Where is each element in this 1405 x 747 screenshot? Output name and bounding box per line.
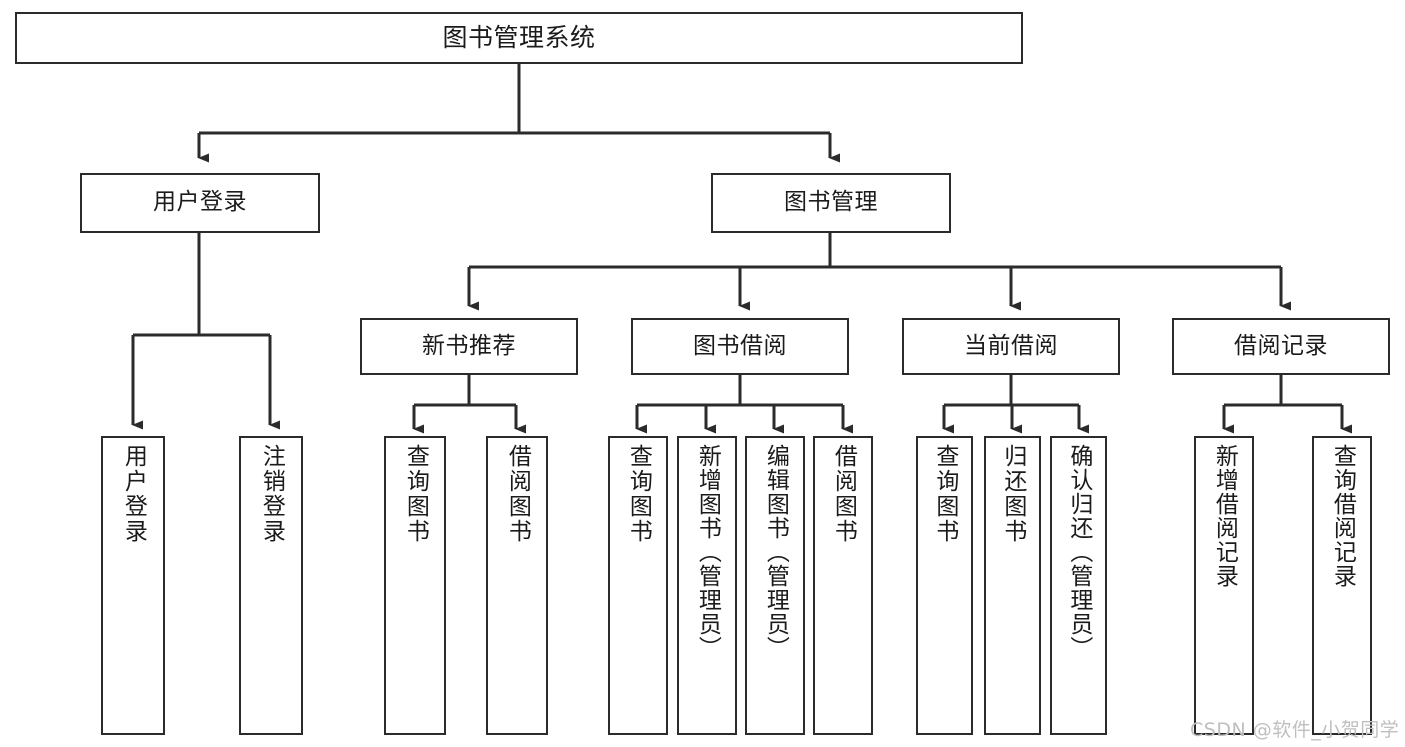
- node-leaf-user-login-label: 用户登录: [120, 444, 147, 544]
- node-leaf-logout-label: 注销登录: [258, 444, 285, 544]
- node-leaf-add-borrow-record[interactable]: 新增借阅记录: [1194, 436, 1254, 735]
- node-leaf-add-book-admin-label: 新增图书（管理员）: [694, 444, 721, 660]
- node-leaf-confirm-return-admin-label: 确认归还（管理员）: [1065, 444, 1092, 660]
- node-leaf-newbook-query-book-label: 查询图书: [402, 444, 429, 544]
- node-borrow-record[interactable]: 借阅记录: [1172, 318, 1390, 375]
- node-leaf-query-borrow-record[interactable]: 查询借阅记录: [1312, 436, 1372, 735]
- node-leaf-add-borrow-record-label: 新增借阅记录: [1211, 444, 1238, 588]
- node-new-book-recommend[interactable]: 新书推荐: [360, 318, 578, 375]
- csdn-watermark: CSDN @软件_小贺同学: [1190, 719, 1400, 741]
- node-leaf-return-book-label: 归还图书: [999, 444, 1026, 544]
- node-leaf-bookborrow-borrow-book[interactable]: 借阅图书: [813, 436, 873, 735]
- node-user-login[interactable]: 用户登录: [80, 173, 320, 233]
- node-user-login-label: 用户登录: [153, 189, 247, 216]
- node-leaf-edit-book-admin-label: 编辑图书（管理员）: [762, 444, 789, 660]
- node-current-borrow-label: 当前借阅: [964, 332, 1058, 359]
- node-leaf-edit-book-admin[interactable]: 编辑图书（管理员）: [745, 436, 805, 735]
- node-leaf-currentborrow-query-book[interactable]: 查询图书: [916, 436, 973, 735]
- node-leaf-bookborrow-borrow-book-label: 借阅图书: [830, 444, 857, 544]
- node-book-borrow-label: 图书借阅: [693, 332, 787, 359]
- node-book-borrow[interactable]: 图书借阅: [631, 318, 849, 375]
- node-leaf-add-book-admin[interactable]: 新增图书（管理员）: [677, 436, 737, 735]
- node-leaf-user-login[interactable]: 用户登录: [101, 436, 165, 735]
- node-leaf-query-borrow-record-label: 查询借阅记录: [1329, 444, 1356, 588]
- node-leaf-confirm-return-admin[interactable]: 确认归还（管理员）: [1050, 436, 1107, 735]
- node-current-borrow[interactable]: 当前借阅: [902, 318, 1120, 375]
- node-leaf-return-book[interactable]: 归还图书: [984, 436, 1041, 735]
- node-leaf-bookborrow-query-book[interactable]: 查询图书: [608, 436, 668, 735]
- node-root-system[interactable]: 图书管理系统: [15, 12, 1023, 64]
- node-root-system-label: 图书管理系统: [442, 23, 596, 52]
- node-leaf-newbook-borrow-book-label: 借阅图书: [504, 444, 531, 544]
- node-leaf-bookborrow-query-book-label: 查询图书: [625, 444, 652, 544]
- node-leaf-logout[interactable]: 注销登录: [239, 436, 303, 735]
- node-leaf-currentborrow-query-book-label: 查询图书: [931, 444, 958, 544]
- node-book-manage[interactable]: 图书管理: [711, 173, 951, 233]
- node-book-manage-label: 图书管理: [784, 189, 878, 216]
- node-borrow-record-label: 借阅记录: [1234, 332, 1328, 359]
- node-leaf-newbook-query-book[interactable]: 查询图书: [384, 436, 446, 735]
- node-leaf-newbook-borrow-book[interactable]: 借阅图书: [486, 436, 548, 735]
- node-new-book-recommend-label: 新书推荐: [422, 332, 516, 359]
